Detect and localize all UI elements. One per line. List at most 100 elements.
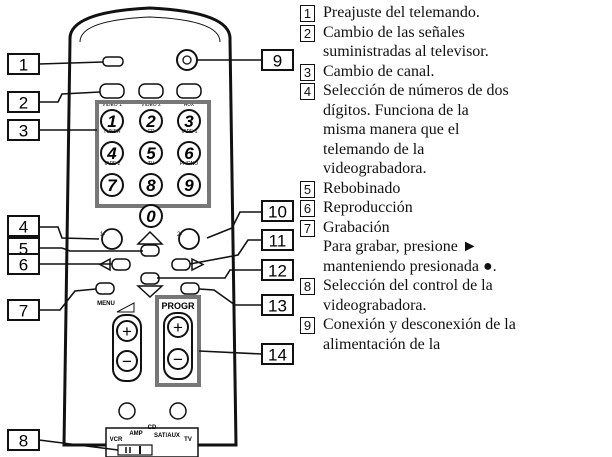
callout-number: 5: [19, 240, 28, 259]
key-1-dash-button[interactable]: [101, 228, 123, 250]
callout-box-12: 12: [261, 259, 294, 281]
digit-key-8[interactable]: [139, 173, 163, 197]
dash-key-label: 1-: [100, 232, 105, 238]
digit-key-label: 4: [106, 144, 117, 163]
right-arrow: [191, 257, 205, 272]
callout-box-6: 6: [7, 253, 40, 275]
digit-key-label: 5: [146, 144, 156, 163]
legend-text: Cambio de las señales suministradas al t…: [323, 23, 489, 61]
callout-box-1: 1: [7, 53, 40, 75]
stop-key[interactable]: [140, 244, 160, 257]
callout-number: 2: [19, 94, 28, 113]
legend-text: Cambio de canal.: [323, 62, 435, 80]
callout-box-9: 9: [261, 49, 294, 71]
digit-key-label: 0: [146, 207, 156, 226]
digit-function-label: PHONO: [180, 161, 198, 167]
digit-key-label: 7: [107, 176, 118, 195]
legend-number: 7: [300, 219, 315, 237]
callout-box-8: 8: [7, 429, 40, 451]
callout-number: 11: [269, 232, 287, 251]
legend-number: 6: [300, 200, 315, 217]
digit-key-5[interactable]: [139, 141, 163, 165]
digit-key-label: 8: [146, 176, 156, 195]
leader-lines: [38, 59, 263, 451]
legend-item: 2 Cambio de las señales suministradas al …: [300, 23, 612, 62]
selector-slider[interactable]: [117, 444, 153, 456]
callout-number: 6: [19, 256, 28, 275]
power-button[interactable]: [176, 49, 198, 71]
display-button[interactable]: [169, 402, 187, 420]
callout-box-14: 14: [261, 343, 294, 365]
digit-function-label: TAPE 2: [104, 161, 121, 167]
volume-minus: −: [122, 352, 132, 371]
input-button-video1[interactable]: [99, 83, 125, 99]
record-key-right[interactable]: [180, 282, 200, 295]
callout-number: 8: [19, 432, 28, 451]
callout-box-3: 3: [7, 119, 40, 141]
callout-box-4: 4: [7, 215, 40, 237]
program-down-button[interactable]: [167, 348, 189, 370]
legend-text: Conexión y desconexión de la alimentació…: [323, 316, 516, 353]
legend-item: 8 Selección del control de la videograbad…: [300, 276, 612, 315]
legend-item: 6 Reproducción: [300, 198, 612, 218]
top-label-2: AUX: [184, 102, 195, 108]
digit-key-1[interactable]: [100, 109, 124, 133]
legend-item: 3 Cambio de canal.: [300, 62, 612, 82]
input-button-video2[interactable]: [138, 83, 164, 99]
program-plus: +: [173, 318, 183, 337]
menu-label: MENU: [97, 301, 115, 307]
legend-number: 2: [300, 24, 315, 42]
digit-key-0[interactable]: [139, 204, 163, 228]
digit-function-label: TV: [148, 161, 155, 167]
digit-function-label: CD: [147, 129, 155, 135]
digit-key-label: 1: [107, 112, 116, 131]
callout-box-2: 2: [7, 91, 40, 113]
digit-key-label: 6: [184, 144, 194, 163]
rewind-key[interactable]: [111, 258, 131, 271]
legend-number: 5: [300, 180, 315, 198]
top-label-0: VIDEO 1: [102, 102, 122, 108]
program-up-button[interactable]: [167, 316, 189, 338]
legend-number: 3: [300, 63, 315, 81]
down-arrow-key[interactable]: [136, 285, 164, 299]
volume-down-button[interactable]: [116, 350, 138, 372]
selector-label-sat: SAT/AUX: [154, 433, 180, 439]
digit-key-7[interactable]: [100, 173, 124, 197]
selector-label-tv: TV: [184, 437, 192, 443]
legend-text: Grabación Para grabar, presione ► manten…: [323, 218, 497, 275]
preset-switch[interactable]: [102, 56, 124, 67]
digit-key-3[interactable]: [177, 109, 201, 133]
callout-box-10: 10: [261, 200, 294, 222]
legend-number: 8: [300, 278, 315, 295]
legend-text: Selección del control de la videograbado…: [323, 277, 493, 314]
digit-key-9[interactable]: [177, 173, 201, 197]
digit-key-label: 9: [184, 176, 194, 195]
pause-key[interactable]: [140, 272, 160, 285]
legend-text: Rebobinado: [323, 179, 401, 197]
legend-text: Preajuste del telemando.: [323, 4, 480, 21]
key-2-dash-button[interactable]: [178, 228, 200, 250]
input-button-aux[interactable]: [176, 83, 202, 99]
digit-key-label: 3: [184, 112, 194, 131]
selector-label-vcr: VCR: [110, 437, 123, 443]
legend-number: 9: [300, 317, 315, 334]
volume-up-button[interactable]: [116, 320, 138, 342]
mute-button[interactable]: [118, 402, 136, 420]
up-arrow-key[interactable]: [136, 230, 164, 245]
callout-number: 14: [268, 346, 287, 365]
callout-number: 12: [268, 262, 287, 281]
selector-label-cd: CD: [148, 425, 157, 431]
digit-key-6[interactable]: [177, 141, 201, 165]
legend-item: 9 Conexión y desconexión de la alimentaci…: [300, 315, 612, 354]
digit-key-4[interactable]: [100, 141, 124, 165]
digit-key-label: 2: [145, 112, 156, 131]
record-key[interactable]: [95, 282, 115, 295]
callout-number: 13: [268, 297, 287, 316]
forward-key[interactable]: [171, 258, 191, 271]
callout-box-11: 11: [261, 229, 294, 251]
digit-key-2[interactable]: [139, 109, 163, 133]
legend-text: Reproducción: [323, 199, 413, 216]
